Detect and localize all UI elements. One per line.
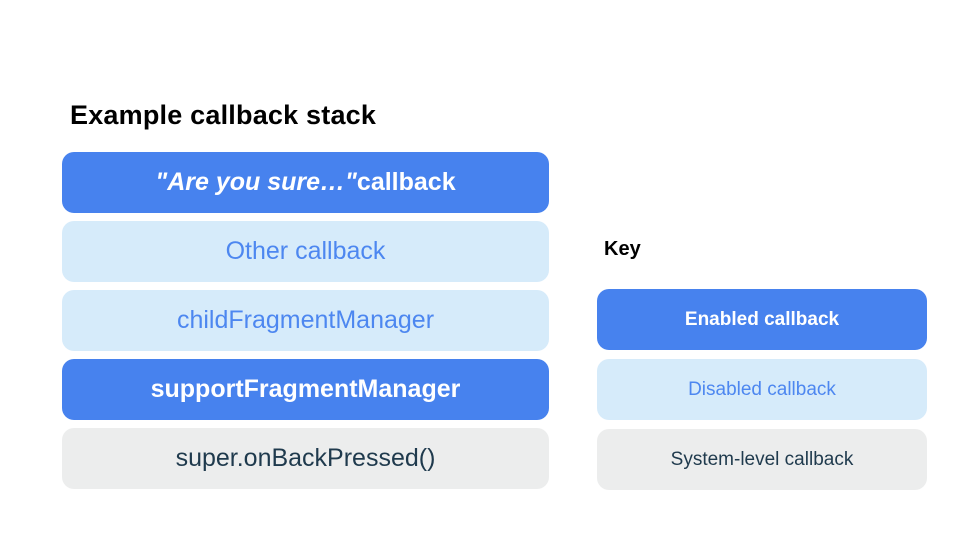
stack-item-other-callback: Other callback: [62, 221, 549, 282]
key-legend: Enabled callback Disabled callback Syste…: [597, 289, 927, 490]
callback-stack: "Are you sure…" callback Other callback …: [62, 152, 549, 489]
key-item-enabled-callback: Enabled callback: [597, 289, 927, 350]
key-item-disabled-callback: Disabled callback: [597, 359, 927, 420]
stack-item-quote-text: "Are you sure…": [155, 168, 357, 196]
stack-item-support-fragment-manager: supportFragmentManager: [62, 359, 549, 420]
key-title: Key: [604, 238, 641, 260]
stack-item-super-onbackpressed: super.onBackPressed(): [62, 428, 549, 489]
stack-item-child-fragment-manager: childFragmentManager: [62, 290, 549, 351]
diagram-title: Example callback stack: [70, 100, 377, 130]
stack-item-are-you-sure-callback: "Are you sure…" callback: [62, 152, 549, 213]
stack-item-suffix-text: callback: [356, 168, 456, 196]
key-item-system-level-callback: System-level callback: [597, 429, 927, 490]
